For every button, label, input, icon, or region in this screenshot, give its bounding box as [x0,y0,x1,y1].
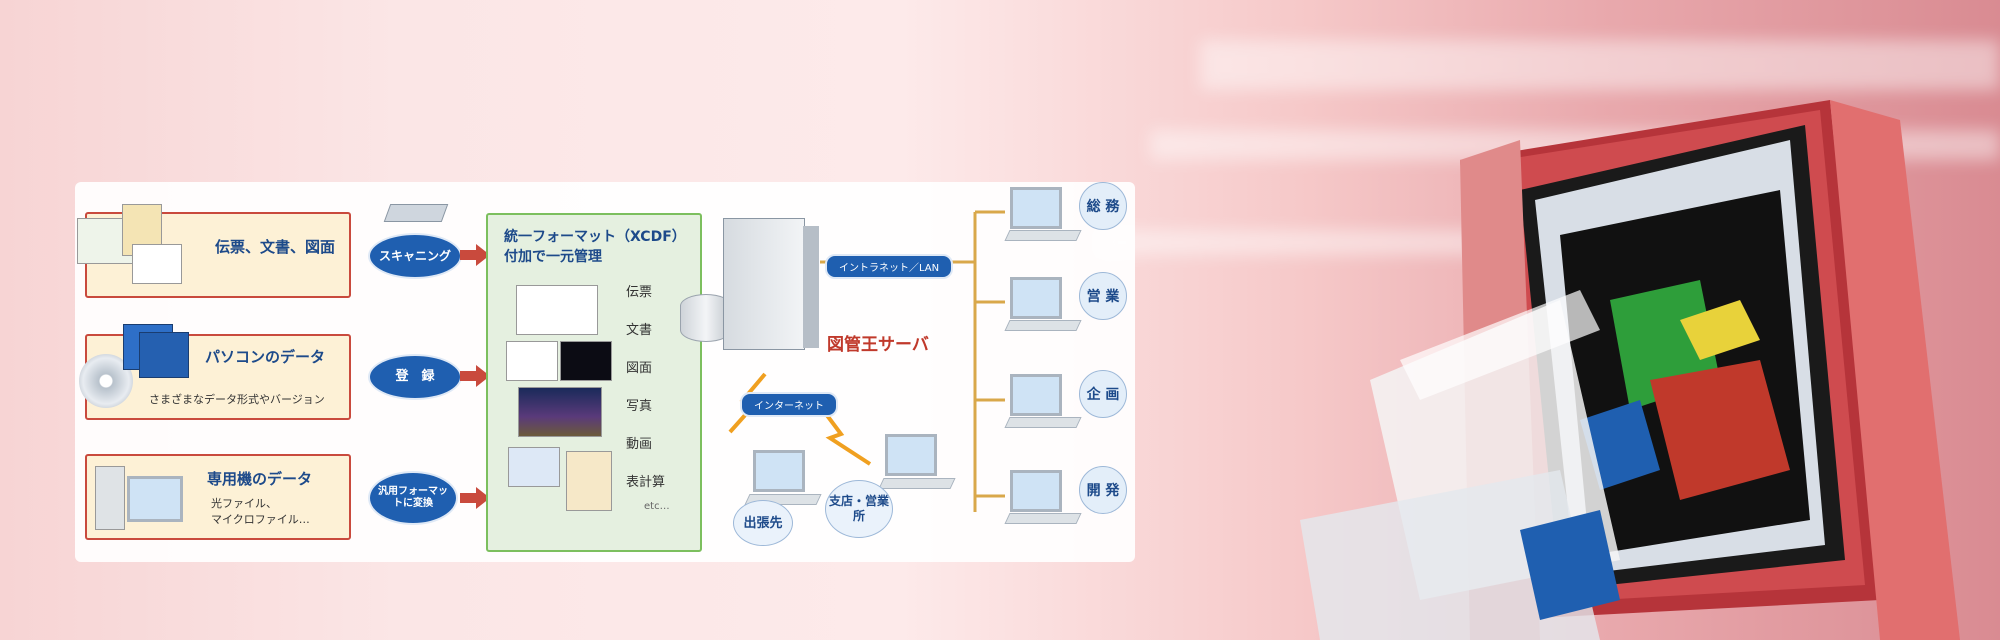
doc-type-label: 文書 [626,323,653,338]
keyboard-icon [878,478,956,489]
server-icon-side [803,226,819,348]
source-subtitle: 光ファイル、 [211,497,277,510]
floppy-icon [139,332,189,378]
method-scanning: スキャニング [368,233,462,279]
slip-thumbnail [516,285,598,335]
doc-type-label: 図面 [626,361,653,376]
unified-format-title: 統一フォーマット（XCDF） 付加で一元管理 [504,227,686,267]
source-box-dedicated: 専用機のデータ 光ファイル、 マイクロファイル… [85,454,351,540]
doc-type-label: 伝票 [626,285,653,300]
source-title: 伝票、文書、図面 [215,238,336,256]
monitor-icon [1010,277,1062,319]
monitor-icon [1010,187,1062,229]
source-box-pc: パソコンのデータ さまざまなデータ形式やバージョン [79,324,351,420]
background-streak [1100,230,1500,255]
arrow-convert [460,487,490,509]
diagram-panel: 伝票、文書、図面 パソコンのデータ さまざまなデータ形式やバージョン 専用機のデ… [75,182,1135,562]
computer-tower-icon [95,466,125,530]
keyboard-icon [1004,513,1082,524]
unified-format-box: 統一フォーマット（XCDF） 付加で一元管理 伝票 文書 図面 写真 動画 表計… [486,213,702,552]
drawing-thumbnail [132,244,182,284]
background-streak [1200,40,2000,90]
dept-sales: 営 業 [1079,272,1127,320]
monitor-icon [1010,374,1062,416]
intranet-badge: イントラネット／LAN [825,254,954,279]
server-label: 図管王サーバ [827,335,929,355]
network-lines [728,210,1005,512]
doc-type-label: 写真 [626,399,653,414]
source-title: パソコンのデータ [205,348,326,366]
source-subtitle: マイクロファイル… [211,513,310,526]
spreadsheet-thumbnail [566,451,612,511]
source-subtitle: さまざまなデータ形式やバージョン [149,393,325,406]
monitor-icon [753,450,805,492]
remote-location-branch: 支店・営業所 [825,480,893,538]
photo-thumbnail [518,387,602,437]
keyboard-icon [1004,320,1082,331]
arrow-scan [460,244,490,266]
remote-location-travel: 出張先 [733,500,793,546]
dept-development: 開 発 [1079,466,1127,514]
server-icon [723,218,805,350]
keyboard-icon [1004,230,1082,241]
doc-type-label: 動画 [626,437,653,452]
etc-label: etc… [644,501,670,512]
method-convert-label: 汎用フォーマットに変換 [378,486,448,509]
monitor-icon [1010,470,1062,512]
calendar-thumbnail [508,447,560,487]
drawing-thumbnail [560,341,612,381]
source-box-paper: 伝票、文書、図面 [77,204,351,298]
dept-general-affairs: 総 務 [1079,182,1127,230]
internet-badge: インターネット [740,392,838,417]
dept-planning: 企 画 [1079,370,1127,418]
arrow-register [460,365,490,387]
keyboard-icon [1004,417,1082,428]
method-convert: 汎用フォーマットに変換 [368,471,458,525]
unified-format-title-line1: 統一フォーマット（XCDF） [504,229,686,245]
method-register: 登 録 [368,354,462,400]
doc-type-label: 表計算 [626,475,666,490]
source-title: 専用機のデータ [207,470,313,488]
monitor-icon [885,434,937,476]
monitor-icon [127,476,183,522]
unified-format-title-line2: 付加で一元管理 [504,249,602,265]
drawing-thumbnail [506,341,558,381]
